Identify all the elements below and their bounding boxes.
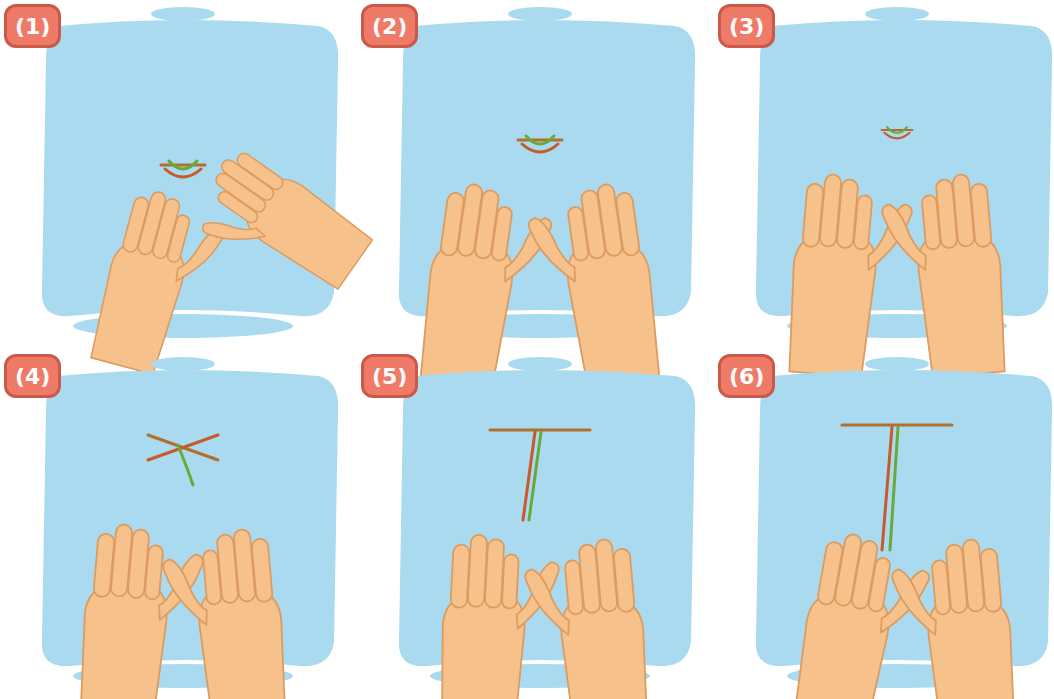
callout-number: (2) xyxy=(361,4,418,48)
callout-number: (4) xyxy=(4,354,61,398)
callout-number: (6) xyxy=(718,354,775,398)
callout-number: (1) xyxy=(4,4,61,48)
callout-number: (5) xyxy=(361,354,418,398)
callout-number: (3) xyxy=(718,4,775,48)
